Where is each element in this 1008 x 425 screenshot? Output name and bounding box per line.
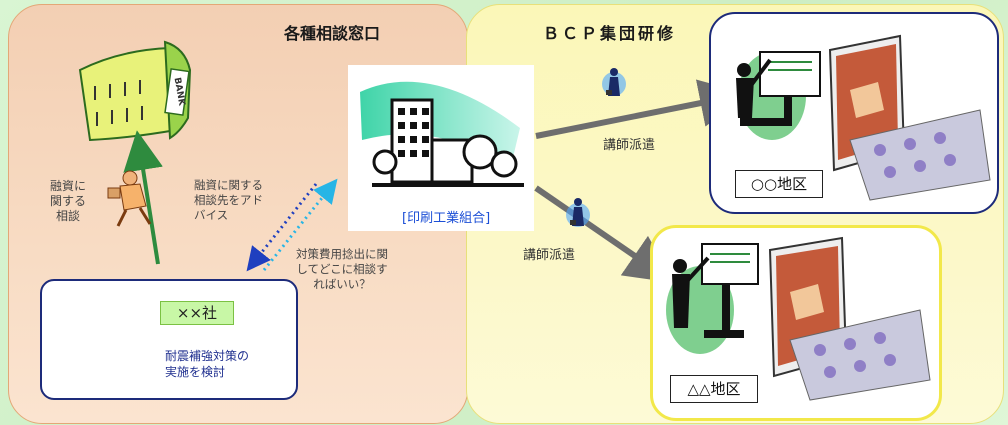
consult-arrow bbox=[123, 130, 163, 265]
classroom-icon-2 bbox=[789, 309, 931, 401]
advice-label: 融資に関する 相談先をアド バイス bbox=[194, 178, 263, 222]
union-building-icon bbox=[348, 65, 534, 231]
company-description: 耐震補強対策の 実施を検討 bbox=[165, 349, 250, 379]
question-label: 対策費用捻出に関 してどこに相談す ればいい？ bbox=[296, 247, 388, 291]
lecturer-walking-icon-1 bbox=[602, 68, 626, 96]
presenter-icon-2 bbox=[666, 243, 759, 354]
advice-arrow bbox=[246, 183, 318, 272]
lecturer-walking-icon-2 bbox=[566, 198, 590, 227]
company-tag: ××社 bbox=[160, 301, 234, 325]
union-label: [印刷工業組合] bbox=[402, 211, 491, 226]
loan-consult-label: 融資に 関する 相談 bbox=[50, 179, 87, 223]
dispatch-arrow-2 bbox=[534, 185, 674, 283]
dispatch-label-2: 講師派遣 bbox=[523, 248, 576, 263]
dispatch-arrow-1 bbox=[535, 79, 748, 139]
running-person-icon bbox=[107, 170, 152, 227]
classroom-icon-1 bbox=[849, 109, 991, 201]
region-1-label: ○○地区 bbox=[735, 170, 823, 198]
presenter-icon-1 bbox=[736, 51, 821, 140]
dispatch-label-1: 講師派遣 bbox=[603, 138, 656, 153]
consultation-title: 各種相談窓口 bbox=[284, 24, 381, 43]
training-title: ＢＣＰ集団研修 bbox=[543, 24, 677, 43]
region-2-label: △△地区 bbox=[670, 375, 758, 403]
company-box bbox=[40, 279, 298, 400]
bank-icon bbox=[78, 40, 192, 142]
